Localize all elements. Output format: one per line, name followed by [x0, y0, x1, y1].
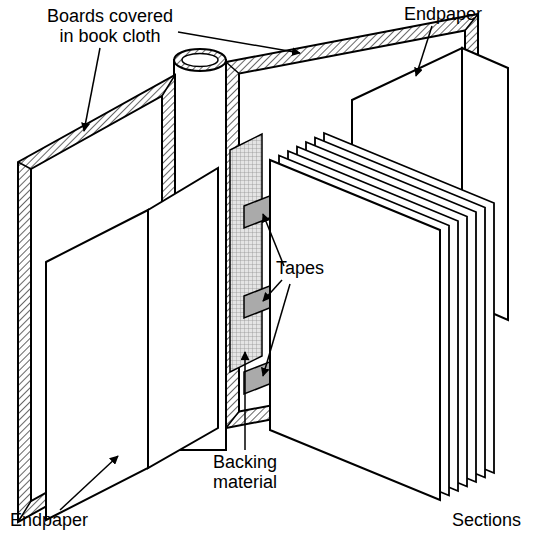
endpaper-leaf [46, 210, 148, 520]
leader-line [84, 48, 100, 131]
spine-rim [174, 49, 226, 71]
leader-line [416, 26, 432, 76]
endpaper-leaf [148, 168, 218, 468]
part-label: Tapes [276, 258, 356, 278]
part-label: Boards covered in book cloth [40, 6, 180, 46]
leader-line [178, 32, 300, 53]
part-label: Endpaper [10, 510, 110, 530]
spine-hollow [182, 54, 218, 67]
backing-material [230, 134, 262, 372]
part-label: Endpaper [404, 4, 504, 24]
tape [244, 195, 272, 228]
section [270, 160, 440, 500]
tape [244, 285, 272, 318]
leader-line [263, 280, 282, 301]
part-label: Backing material [205, 452, 285, 492]
leader-line [263, 284, 290, 376]
leader-line [60, 456, 118, 510]
tape [244, 361, 272, 394]
part-label: Sections [452, 510, 548, 530]
leader-line [244, 352, 246, 450]
